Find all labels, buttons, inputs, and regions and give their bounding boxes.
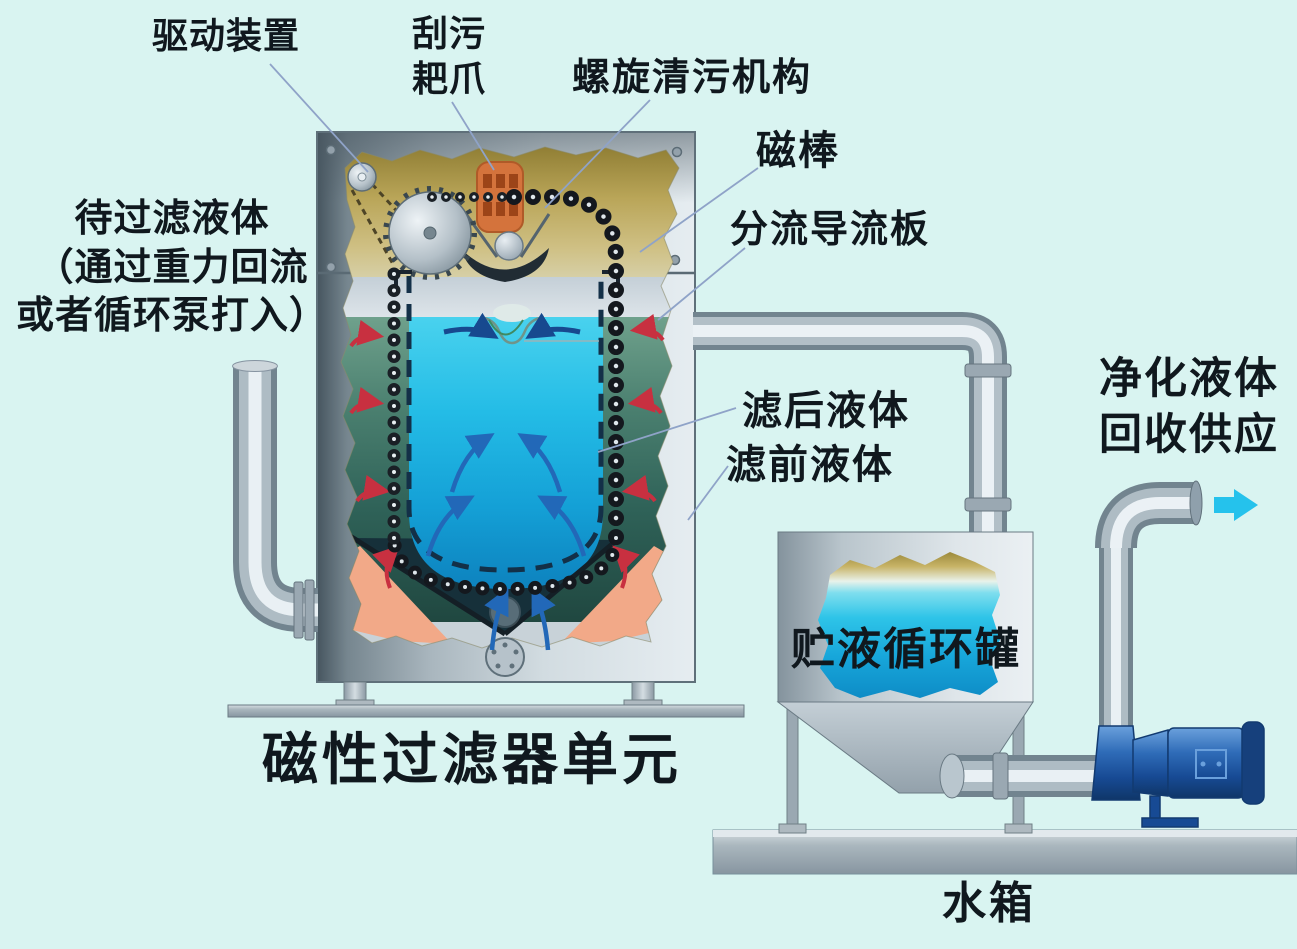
label-diverter-plate: 分流导流板 bbox=[730, 207, 931, 251]
collection-hopper bbox=[462, 213, 551, 282]
label-prefilter-liquid: 滤前液体 bbox=[726, 442, 894, 488]
outlet-flow-arrow bbox=[1214, 489, 1258, 521]
label-purified-supply-line1: 净化液体 bbox=[1099, 354, 1279, 404]
flow-arrows-blue bbox=[425, 433, 587, 651]
leader-lines bbox=[269, 63, 759, 521]
label-water-tank: 水箱 bbox=[942, 878, 1036, 929]
label-filter-unit-title: 磁性过滤器单元 bbox=[262, 728, 682, 793]
label-feed-liquid-line1: 待过滤液体 bbox=[74, 196, 270, 240]
scraper-ball bbox=[494, 231, 524, 261]
tank-cutaway-water bbox=[818, 552, 1000, 698]
label-scraper-claw: 刮污 耙爪 bbox=[412, 12, 486, 102]
outlet-pipe-top bbox=[693, 312, 1012, 532]
vortex bbox=[443, 304, 599, 345]
label-feed-liquid-line2: （通过重力回流 bbox=[35, 244, 309, 289]
drive-sprocket bbox=[383, 186, 477, 280]
label-filtered-liquid: 滤后液体 bbox=[742, 388, 910, 434]
inlet-pipe-left bbox=[232, 360, 318, 641]
label-magnetic-rod: 磁棒 bbox=[756, 128, 840, 174]
flow-arrows-red bbox=[349, 313, 665, 589]
outlet-elbow bbox=[1095, 480, 1203, 550]
label-spiral-cleaner: 螺旋清污机构 bbox=[572, 55, 813, 99]
label-storage-tank: 贮液循环罐 bbox=[791, 624, 1021, 675]
inner-filtered-water bbox=[409, 317, 603, 589]
hopper-salmon-right bbox=[560, 546, 668, 644]
label-purified-supply-line2: 回收供应 bbox=[1099, 409, 1279, 460]
label-drive-device: 驱动装置 bbox=[152, 16, 301, 57]
label-feed-liquid-line3: 或者循环泵打入） bbox=[15, 293, 328, 338]
cutaway-edge bbox=[340, 146, 680, 649]
label-scraper-claw-line1: 刮污 bbox=[412, 14, 487, 55]
label-scraper-claw-line2: 耙爪 bbox=[412, 59, 487, 100]
tank-outlet-pipe bbox=[939, 752, 1100, 800]
filter-base bbox=[227, 681, 745, 718]
drive-pulley bbox=[347, 162, 377, 192]
label-purified-supply: 净化液体 回收供应 bbox=[1086, 352, 1292, 464]
circulation-pump bbox=[1091, 721, 1265, 828]
label-feed-liquid: 待过滤液体 （通过重力回流 或者循环泵打入） bbox=[0, 194, 344, 340]
magnetic-bead-chain bbox=[387, 189, 624, 597]
bolt-dots bbox=[325, 144, 683, 273]
water-tank-base bbox=[712, 829, 1297, 875]
